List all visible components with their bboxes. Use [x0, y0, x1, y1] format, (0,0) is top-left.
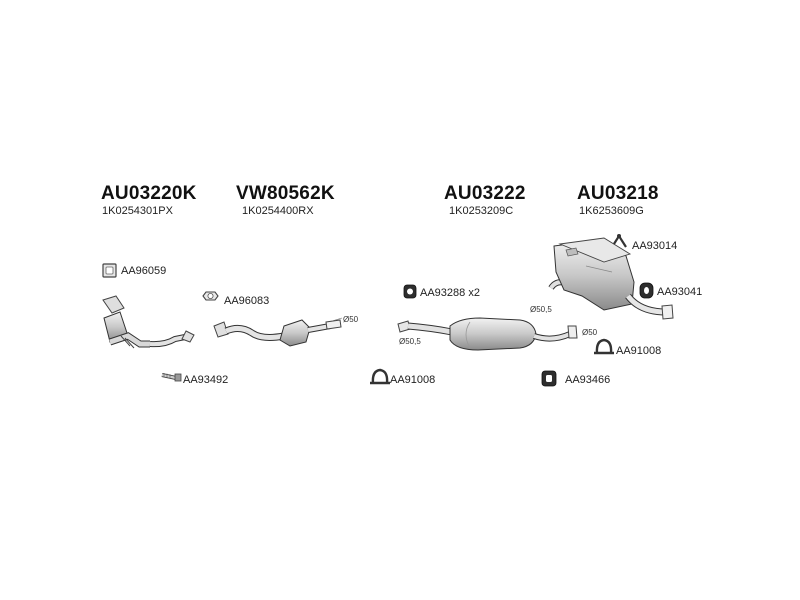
assembly-title-1: AU03220K	[101, 183, 197, 204]
dimension-mid-inlet: Ø50,5	[399, 337, 421, 346]
label-bolt-kit: AA93492	[183, 374, 229, 386]
label-rubber-mount: AA93288 x2	[420, 287, 480, 299]
rubber-ring-icon	[639, 282, 654, 299]
assembly-title-3: AU03222	[444, 183, 526, 204]
catalytic-converter-pipe	[213, 317, 343, 347]
dimension-cat-outlet: Ø50	[343, 315, 359, 324]
rubber-mount-part: AA93288	[420, 287, 466, 299]
flange-gasket-icon	[202, 291, 219, 301]
assembly-part-number-4: 1K6253609G	[579, 205, 644, 217]
assembly-title-4: AU03218	[577, 183, 659, 204]
exhaust-clamp-icon	[370, 368, 390, 385]
label-rubber-ring-mid: AA93466	[565, 374, 611, 386]
bracket-icon	[611, 233, 627, 248]
rear-silencer	[548, 237, 674, 320]
label-clamp-mid: AA91008	[390, 374, 436, 386]
assembly-part-number-2: 1K0254400RX	[242, 205, 314, 217]
exhaust-clamp-icon	[594, 338, 614, 355]
assembly-part-number-3: 1K0253209C	[449, 205, 514, 217]
label-clamp-rear: AA91008	[616, 345, 662, 357]
rubber-ring-icon	[541, 370, 557, 387]
middle-silencer	[397, 317, 578, 351]
square-gasket-icon	[102, 263, 117, 278]
rubber-mount-quantity: x2	[468, 287, 480, 299]
assembly-part-number-1: 1K0254301PX	[102, 205, 173, 217]
label-gasket-front: AA96059	[121, 265, 167, 277]
dimension-rear-inlet: Ø50,5	[530, 305, 552, 314]
assembly-title-2: VW80562K	[236, 183, 335, 204]
label-gasket-flange: AA96083	[224, 295, 270, 307]
dimension-mid-outlet: Ø50	[582, 328, 598, 337]
front-downpipe-with-catalyst	[102, 295, 195, 349]
rubber-mount-icon	[403, 284, 417, 299]
bolt-kit-icon	[161, 373, 182, 382]
label-rubber-ring-rear: AA93041	[657, 286, 703, 298]
label-bracket: AA93014	[632, 240, 678, 252]
